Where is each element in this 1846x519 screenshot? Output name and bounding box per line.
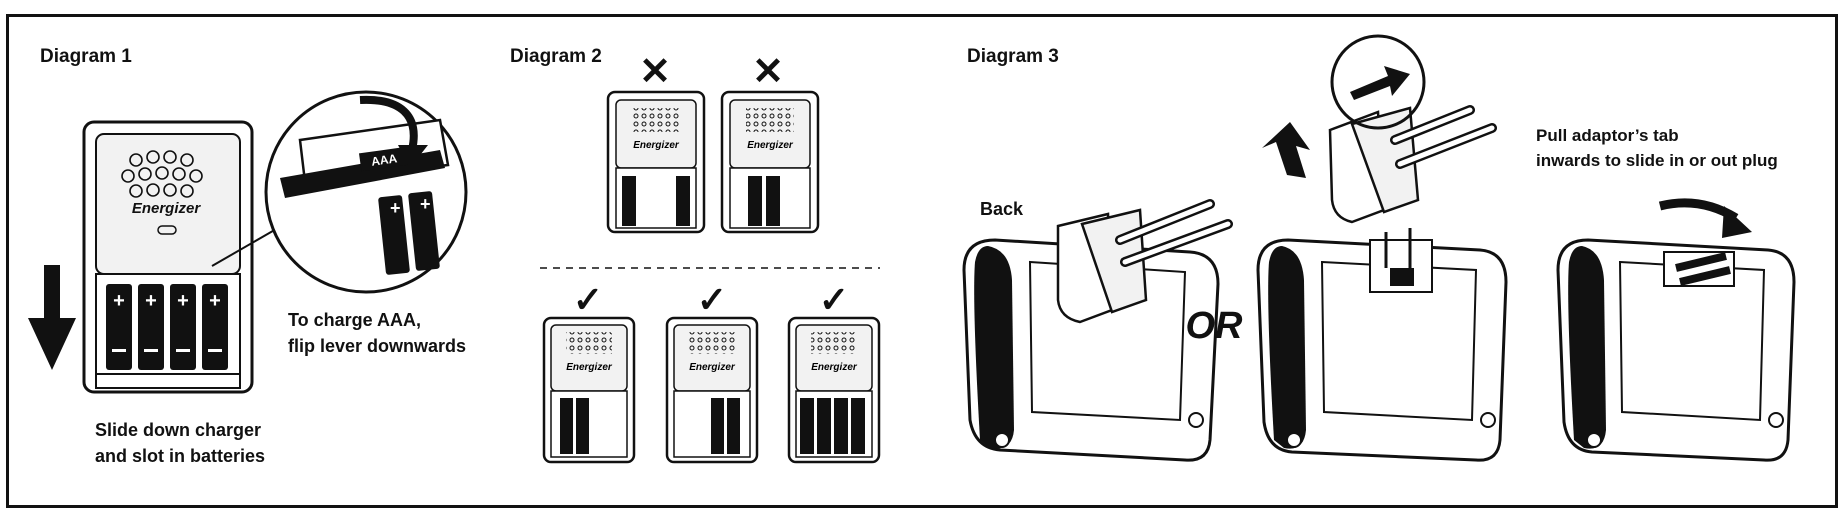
diagram-3: Diagram 3 Back OR	[962, 34, 1796, 462]
brand-logo: Energizer	[633, 140, 680, 151]
brand-logo: Energizer	[811, 362, 858, 373]
diagram-2-title: Diagram 2	[510, 46, 602, 67]
check-icon: ✓	[697, 279, 727, 320]
battery-icon: +	[202, 284, 228, 370]
svg-text:+: +	[390, 198, 401, 218]
diagram-1-title: Diagram 1	[40, 46, 132, 67]
battery-icon	[748, 176, 762, 226]
charger-right-3: Energizer	[787, 316, 881, 464]
charger-right-1: Energizer	[542, 316, 636, 464]
charger-right-2: Energizer	[665, 316, 759, 464]
plug-icon	[1056, 199, 1233, 324]
charger-wrong-1: Energizer	[606, 90, 706, 234]
svg-text:+: +	[145, 290, 157, 312]
diagram-3-title: Diagram 3	[967, 46, 1059, 67]
back-label: Back	[980, 199, 1024, 219]
or-label: OR	[1186, 305, 1244, 347]
lever-zoom-detail: AAA + +	[264, 90, 468, 294]
battery-icon	[622, 176, 636, 226]
arrow-up-icon	[1262, 122, 1310, 178]
battery-icon: +	[106, 284, 132, 370]
svg-text:+: +	[113, 290, 125, 312]
battery-icon	[676, 176, 690, 226]
battery-icon	[560, 398, 573, 454]
check-icon: ✓	[573, 279, 603, 320]
charger-back-plug-removed	[1256, 228, 1508, 462]
curved-arrow-icon	[398, 145, 428, 168]
diagram-1: Diagram 1	[28, 46, 468, 466]
svg-text:+: +	[177, 290, 189, 312]
battery-icon	[576, 398, 589, 454]
tab-zoom-circle	[1330, 34, 1426, 130]
battery-icon	[817, 398, 831, 454]
pull-instruction-line2: inwards to slide in or out plug	[1536, 151, 1778, 170]
brand-logo: Energizer	[132, 200, 202, 217]
caption-line2: and slot in batteries	[95, 446, 265, 466]
note-aaa-line1: To charge AAA,	[288, 310, 421, 330]
charger-vent-dots	[121, 150, 203, 198]
check-icon: ✓	[819, 279, 849, 320]
battery-row: + + + +	[106, 284, 228, 370]
cross-icon: ✕	[639, 51, 671, 93]
diagram-2: Diagram 2 ✕ ✕ Energizer Energizer ✓ ✓ ✓	[510, 46, 881, 464]
curved-arrow-icon	[1658, 198, 1752, 238]
battery-icon	[711, 398, 724, 454]
detached-plug	[1328, 105, 1497, 224]
pull-instruction-line1: Pull adaptor’s tab	[1536, 126, 1679, 145]
brand-logo: Energizer	[566, 362, 613, 373]
battery-icon	[800, 398, 814, 454]
battery-icon	[378, 195, 410, 275]
cross-icon: ✕	[752, 51, 784, 93]
diagram-frame	[6, 14, 1838, 508]
charger-illustration: Energizer + + +	[82, 120, 279, 394]
battery-icon: +	[170, 284, 196, 370]
battery-icon: +	[138, 284, 164, 370]
brand-logo: Energizer	[747, 140, 794, 151]
charger-back-with-plug	[962, 199, 1233, 462]
battery-icon	[851, 398, 865, 454]
arrow-right-icon	[1350, 66, 1410, 100]
battery-icon	[834, 398, 848, 454]
svg-text:+: +	[420, 194, 431, 214]
caption-line1: Slide down charger	[95, 420, 261, 440]
charger-wrong-2: Energizer	[720, 90, 820, 234]
lever-label: AAA	[370, 151, 398, 169]
battery-icon	[408, 191, 440, 271]
battery-icon	[727, 398, 740, 454]
arrow-down-icon	[28, 265, 76, 370]
battery-icon	[766, 176, 780, 226]
charger-led	[157, 225, 177, 235]
brand-logo: Energizer	[689, 362, 736, 373]
svg-text:+: +	[209, 290, 221, 312]
charger-back-plug-folded	[1556, 238, 1796, 462]
note-aaa-line2: flip lever downwards	[288, 336, 466, 356]
